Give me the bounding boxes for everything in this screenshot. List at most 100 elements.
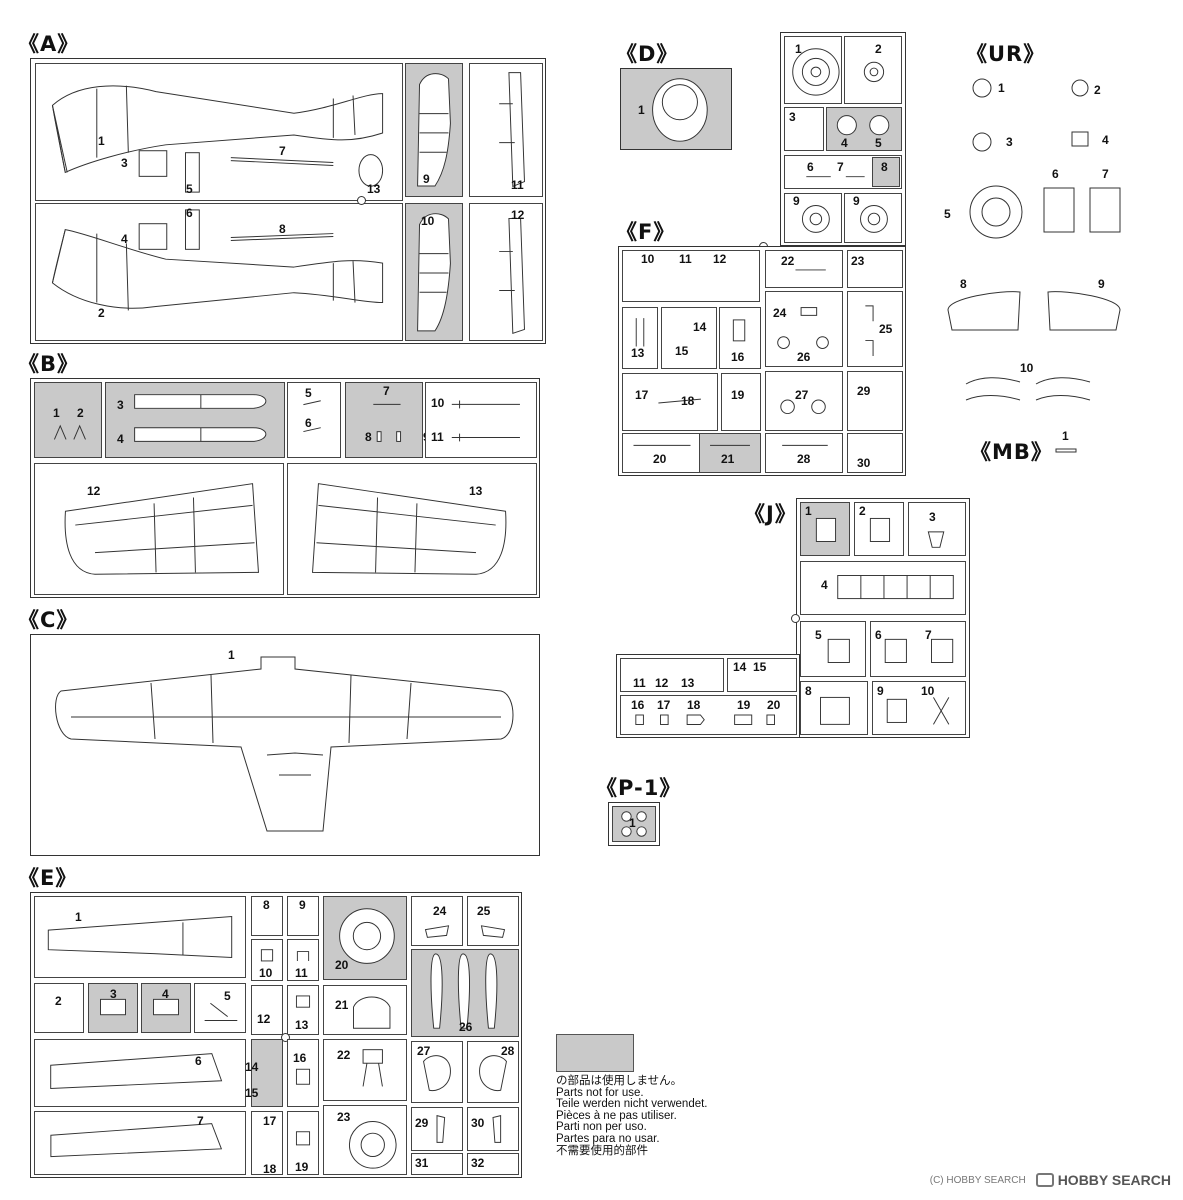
part-j-1 (800, 502, 850, 556)
watermark: (C) HOBBY SEARCH HOBBY SEARCH (930, 1172, 1171, 1188)
part-number: 9 (853, 194, 860, 208)
part-b-wing-13 (287, 463, 537, 595)
part-e-13 (287, 985, 319, 1035)
part-f-30 (847, 433, 903, 473)
part-number: 12 (87, 484, 101, 498)
part-number: 7 (383, 384, 390, 398)
part-e-14-15 (251, 1039, 283, 1107)
part-number: 11 (511, 178, 524, 192)
part-number: 14 (245, 1060, 259, 1074)
part-a-fuselage-left (35, 63, 403, 201)
part-number: 15 (675, 344, 689, 358)
part-number: 25 (477, 904, 491, 918)
part-e-20 (323, 896, 407, 980)
part-number: 1 (228, 648, 235, 662)
part-number: 3 (789, 110, 796, 124)
part-number: 22 (337, 1048, 351, 1062)
part-f-21 (699, 433, 761, 473)
part-number: 6 (1052, 167, 1059, 181)
watermark-brand: HOBBY SEARCH (1057, 1172, 1171, 1188)
legend-line-zh: 不需要使用的部件 (556, 1144, 648, 1157)
sprue-j-upper: 1 2 3 4 5 6 7 8 9 10 (796, 498, 970, 738)
part-number: 1 (638, 103, 645, 117)
part-a-stab-12 (469, 203, 543, 341)
part-e-21 (323, 985, 407, 1035)
section-label-c: 《C》 (18, 608, 79, 632)
part-number: 5 (186, 182, 193, 196)
part-a-stab-11 (469, 63, 543, 197)
part-e-16 (287, 1039, 319, 1107)
part-number: 9 (423, 172, 430, 186)
part-number: 23 (337, 1110, 351, 1124)
part-a-tail-9 (405, 63, 463, 197)
part-f-22 (765, 250, 843, 288)
part-number: 10 (259, 966, 273, 980)
part-number: 1 (805, 504, 812, 518)
part-d-4-5 (826, 107, 902, 151)
part-e-27 (411, 1041, 463, 1103)
part-number: 13 (367, 182, 381, 196)
part-f-16 (719, 307, 761, 369)
part-number: 11 (295, 966, 308, 980)
part-f-27 (765, 371, 843, 431)
part-number: 6 (875, 628, 882, 642)
part-number: 1 (629, 816, 636, 830)
part-number: 3 (1006, 135, 1013, 149)
part-e-2 (34, 983, 84, 1033)
part-e-11 (287, 939, 319, 981)
part-number: 19 (295, 1160, 309, 1174)
part-number: 7 (279, 144, 286, 158)
part-e-28 (467, 1041, 519, 1103)
part-number: 29 (415, 1116, 429, 1130)
part-p1-1 (612, 806, 656, 842)
part-number: 18 (263, 1162, 277, 1176)
part-number: 2 (1094, 83, 1101, 97)
part-a-tail-10 (405, 203, 463, 341)
part-number: 10 (1020, 361, 1034, 375)
part-number: 1 (75, 910, 82, 924)
section-label-p1: 《P-1》 (596, 776, 682, 800)
part-number: 9 (299, 898, 306, 912)
part-b-droptanks (105, 382, 285, 458)
part-number: 4 (1102, 133, 1109, 147)
part-f-10-12 (622, 250, 760, 302)
part-number: 10 (431, 396, 445, 410)
part-number: 31 (415, 1156, 429, 1170)
part-number: 26 (797, 350, 811, 364)
part-number: 20 (653, 452, 667, 466)
part-e-31 (411, 1153, 463, 1175)
part-e-25 (467, 896, 519, 946)
part-e-26-propeller (411, 949, 519, 1037)
part-number: 9 (793, 194, 800, 208)
part-f-14-15 (661, 307, 717, 369)
section-label-d: 《D》 (616, 42, 679, 66)
part-number: 12 (713, 252, 727, 266)
part-number: 11 (679, 252, 692, 266)
part-number: 15 (753, 660, 767, 674)
part-number: 16 (631, 698, 645, 712)
part-number: 19 (737, 698, 751, 712)
part-number: 11 (633, 676, 646, 690)
part-number: 22 (781, 254, 795, 268)
part-number: 30 (471, 1116, 485, 1130)
part-b-rockets (425, 382, 537, 458)
part-number: 14 (693, 320, 707, 334)
part-number: 7 (1102, 167, 1109, 181)
part-e-10 (251, 939, 283, 981)
part-f-28 (765, 433, 843, 473)
part-j-14-15 (727, 658, 797, 692)
part-number: 1 (1062, 429, 1069, 443)
part-number: 13 (681, 676, 695, 690)
part-number: 21 (335, 998, 349, 1012)
part-number: 16 (731, 350, 745, 364)
part-b-7-9 (345, 382, 423, 458)
part-d-engine-1 (784, 36, 842, 104)
part-e-9 (287, 896, 319, 936)
part-f-25 (847, 291, 903, 367)
part-number: 27 (417, 1044, 431, 1058)
part-number: 10 (641, 252, 655, 266)
part-number: 1 (795, 42, 802, 56)
part-number: 4 (162, 987, 169, 1001)
part-b-5-6 (287, 382, 341, 458)
part-number: 1 (998, 81, 1005, 95)
